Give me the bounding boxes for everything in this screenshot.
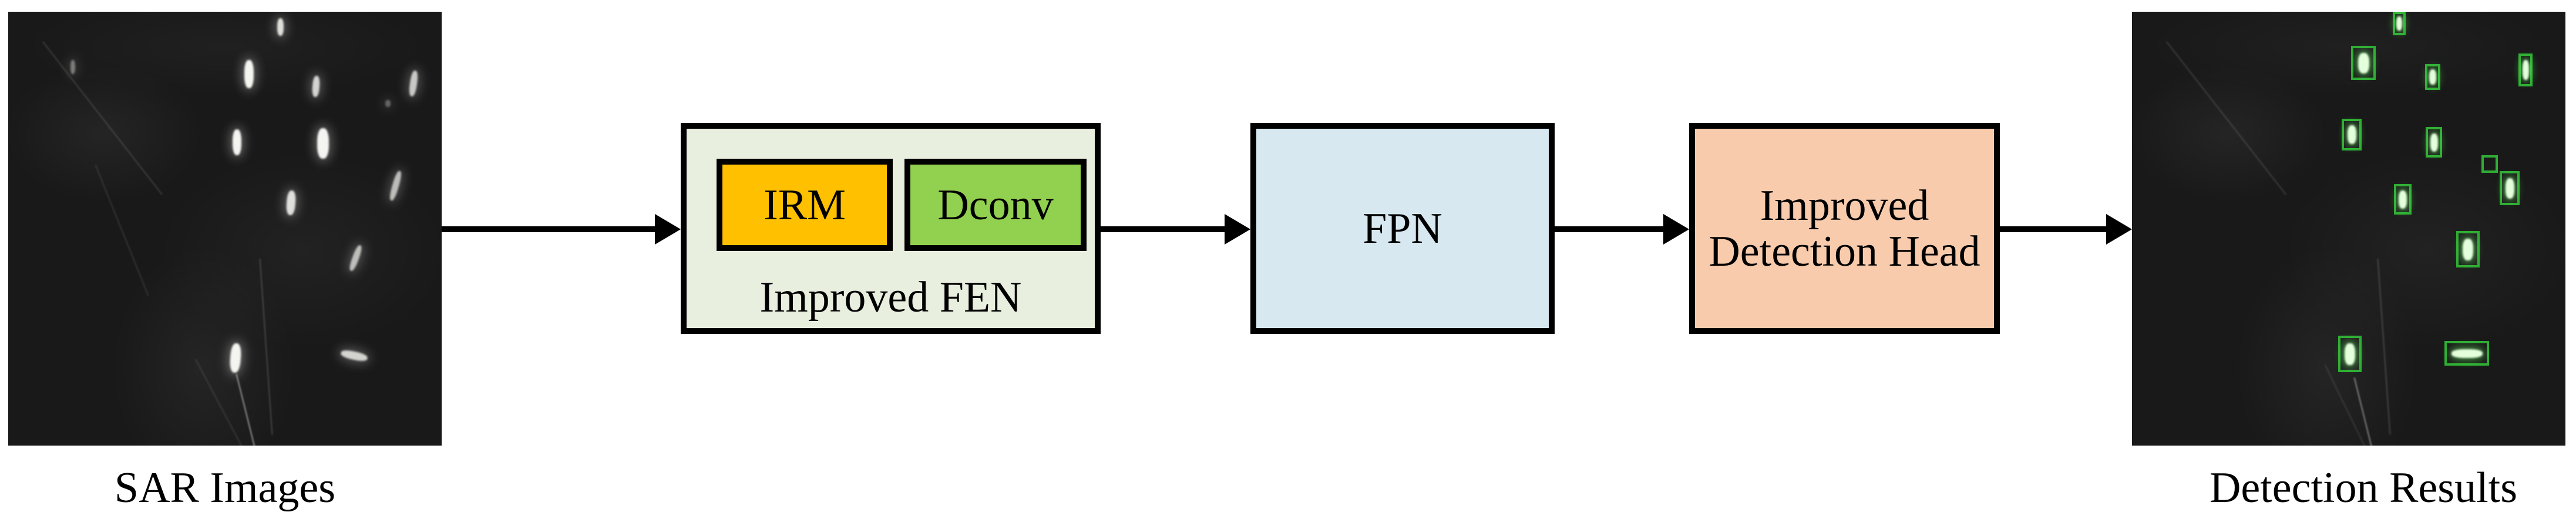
detection-head-label-line1: Improved	[1760, 181, 1929, 230]
fpn-box: FPN	[1250, 123, 1555, 334]
ship-spot	[70, 60, 75, 74]
dconv-label: Dconv	[937, 180, 1054, 229]
caption-detection-results: Detection Results	[2209, 464, 2518, 512]
detection-bbox	[2518, 53, 2533, 86]
ship-spot	[229, 343, 242, 373]
sar-texture-line	[236, 374, 259, 446]
sar-texture-line	[42, 41, 163, 195]
dconv-box: Dconv	[904, 159, 1087, 251]
flow-arrow-shaft	[2000, 226, 2106, 232]
ship-spot	[2523, 60, 2529, 80]
ship-spot	[408, 70, 419, 97]
ship-spot	[2506, 178, 2514, 199]
detection-bbox	[2500, 171, 2520, 205]
irm-label: IRM	[764, 180, 846, 229]
detection-bbox	[2426, 127, 2442, 158]
caption-sar-images: SAR Images	[114, 464, 336, 512]
sar-texture-line	[95, 165, 149, 296]
arrow-right-icon	[655, 214, 681, 245]
detection-bbox	[2393, 12, 2406, 35]
sar-texture-line	[2353, 377, 2377, 446]
ship-spot	[2358, 53, 2369, 73]
improved-fen-box: IRM Dconv Improved FEN	[681, 123, 1101, 334]
detection-bbox	[2342, 119, 2362, 150]
sar-input-image	[8, 12, 442, 446]
detection-bbox	[2456, 231, 2480, 267]
irm-box: IRM	[717, 159, 893, 251]
ship-spot	[285, 190, 297, 216]
ship-spot	[340, 349, 368, 363]
arrow-right-icon	[1663, 214, 1689, 245]
ship-spot	[2429, 69, 2436, 85]
flow-arrow-shaft	[1555, 226, 1663, 232]
ship-spot	[2451, 349, 2483, 358]
detection-bbox	[2444, 341, 2489, 366]
ship-spot	[2396, 16, 2402, 31]
ship-spot	[388, 170, 403, 202]
detection-bbox	[2481, 155, 2498, 173]
ship-spot	[348, 244, 364, 272]
arrow-right-icon	[2106, 214, 2132, 245]
flow-arrow-shaft	[1101, 226, 1225, 232]
detection-bbox	[2338, 336, 2362, 372]
sar-texture-line	[2377, 259, 2391, 435]
ship-spot	[385, 100, 391, 107]
sar-texture-line	[2165, 41, 2287, 195]
fpn-label: FPN	[1363, 204, 1442, 253]
improved-detection-head-box: Improved Detection Head	[1689, 123, 2000, 334]
detection-bbox	[2394, 184, 2412, 215]
arrow-right-icon	[1225, 214, 1250, 245]
ship-spot	[277, 18, 284, 36]
ship-spot	[244, 60, 254, 88]
ship-spot	[2463, 239, 2473, 260]
detection-bbox	[2425, 64, 2440, 90]
ship-spot	[2348, 125, 2356, 144]
ship-spot	[2399, 190, 2407, 209]
sar-output-image	[2132, 12, 2565, 446]
improved-fen-label: Improved FEN	[759, 273, 1022, 322]
flow-arrow-shaft	[442, 226, 655, 232]
sar-texture-line	[259, 259, 273, 435]
ship-spot	[2345, 343, 2355, 365]
detection-bbox	[2351, 46, 2376, 80]
detection-head-label-line2: Detection Head	[1709, 227, 1980, 276]
ship-spot	[233, 129, 241, 155]
ship-spot	[311, 75, 321, 98]
ship-spot	[317, 128, 329, 159]
ship-spot	[2430, 133, 2438, 152]
